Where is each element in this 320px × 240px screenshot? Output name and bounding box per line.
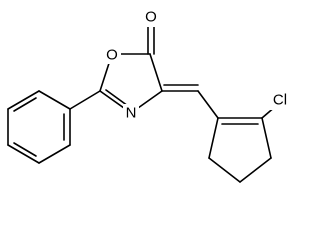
ring-oxygen-label: O: [106, 47, 118, 64]
bond-cp2-cp3: [261, 117, 272, 159]
cyclopentene-ring: [208, 117, 272, 183]
bond-cp4-cp5: [208, 157, 241, 183]
bond-ph-6: [7, 90, 40, 110]
label-ring-nitrogen: N: [123, 104, 139, 122]
bond-cp5-cp1: [208, 117, 219, 159]
bond-phenyl-c2: [69, 90, 101, 110]
bond-n3-c2-double: [105, 89, 129, 107]
label-carbonyl-oxygen: O: [143, 9, 159, 27]
phenyl-ring: [7, 90, 71, 164]
label-ring-oxygen: O: [105, 46, 121, 64]
bond-ch-cp1: [197, 90, 219, 119]
label-chlorine: Cl: [266, 90, 292, 110]
bond-ph-inner-2: [13, 142, 37, 157]
bond-ph-inner-3: [13, 97, 37, 112]
carbonyl-oxygen-label: O: [145, 9, 157, 26]
ring-nitrogen-label: N: [126, 105, 137, 122]
bond-cp3-cp4: [239, 157, 272, 183]
bond-ph-1: [38, 90, 71, 110]
bond-ph-3: [38, 144, 71, 164]
bond-ph-4: [7, 144, 40, 164]
structure-diagram: O O N Cl: [7, 8, 292, 183]
chlorine-label: Cl: [273, 92, 287, 109]
bond-c5-c4: [149, 53, 163, 92]
